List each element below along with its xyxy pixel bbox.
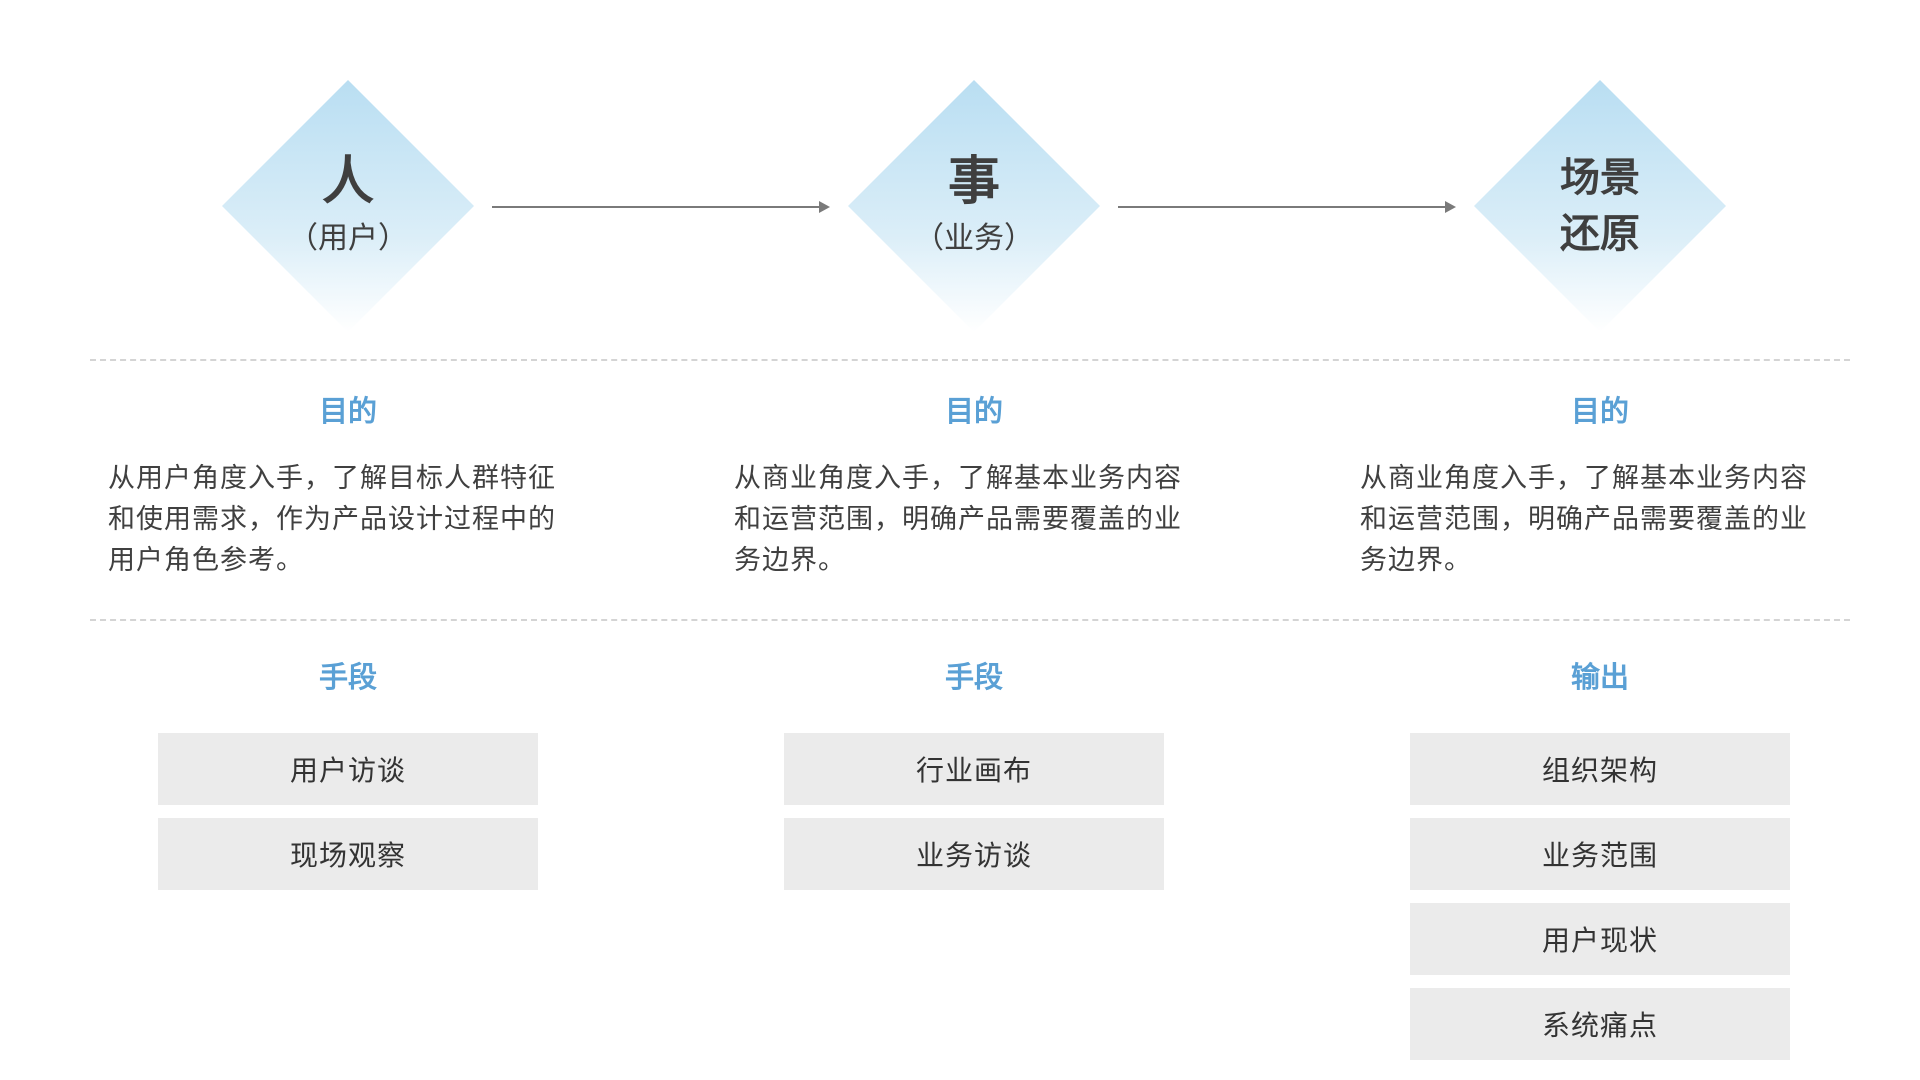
diamond-people: 人 （用户） [222, 80, 474, 332]
method-box-user-interview: 用户访谈 [158, 733, 538, 805]
diamond-scenario-title-line1: 场景 [1560, 155, 1640, 201]
method-box-industry-canvas: 行业画布 [784, 733, 1164, 805]
diamond-people-subtitle: （用户） [288, 221, 408, 256]
purpose-text-line: 和使用需求，作为产品设计过程中的 [108, 504, 556, 535]
output-box-user-status: 用户现状 [1410, 903, 1790, 975]
arrow-people-to-business [492, 200, 830, 214]
method-heading-people: 手段 [318, 660, 377, 694]
output-box-business-scope: 业务范围 [1410, 818, 1790, 890]
arrowhead-icon [1445, 201, 1456, 213]
arrowhead-icon [819, 201, 830, 213]
divider-top [90, 359, 1850, 361]
output-heading-scenario: 输出 [1570, 660, 1629, 694]
method-heading-business: 手段 [944, 660, 1003, 694]
output-box-org-structure: 组织架构 [1410, 733, 1790, 805]
purpose-heading-business: 目的 [944, 394, 1003, 428]
method-box-field-observation: 现场观察 [158, 818, 538, 890]
purpose-text-line: 务边界。 [734, 545, 846, 576]
purpose-text-line: 和运营范围，明确产品需要覆盖的业 [734, 504, 1182, 535]
divider-middle [90, 619, 1850, 621]
purpose-text-line: 从用户角度入手，了解目标人群特征 [108, 463, 556, 494]
diamond-scenario: 场景 还原 [1474, 80, 1726, 332]
method-box-business-interview: 业务访谈 [784, 818, 1164, 890]
purpose-text-line: 从商业角度入手，了解基本业务内容 [734, 463, 1182, 494]
purpose-text-line: 务边界。 [1360, 545, 1472, 576]
purpose-heading-scenario: 目的 [1570, 394, 1629, 428]
purpose-heading-people: 目的 [318, 394, 377, 428]
diamond-business-subtitle: （业务） [914, 221, 1034, 256]
diamond-people-title: 人 [321, 152, 374, 212]
diamond-business-title: 事 [947, 152, 1000, 212]
purpose-text-business: 从商业角度入手，了解基本业务内容 和运营范围，明确产品需要覆盖的业 务边界。 [734, 458, 1234, 581]
purpose-text-line: 用户角色参考。 [108, 545, 304, 576]
diamond-scenario-title-line2: 还原 [1560, 211, 1640, 257]
purpose-text-line: 和运营范围，明确产品需要覆盖的业 [1360, 504, 1808, 535]
purpose-text-line: 从商业角度入手，了解基本业务内容 [1360, 463, 1808, 494]
purpose-text-people: 从用户角度入手，了解目标人群特征 和使用需求，作为产品设计过程中的 用户角色参考… [108, 458, 608, 581]
output-box-system-pain-points: 系统痛点 [1410, 988, 1790, 1060]
purpose-text-scenario: 从商业角度入手，了解基本业务内容 和运营范围，明确产品需要覆盖的业 务边界。 [1360, 458, 1860, 581]
diamond-business: 事 （业务） [848, 80, 1100, 332]
arrow-business-to-scenario [1118, 200, 1456, 214]
